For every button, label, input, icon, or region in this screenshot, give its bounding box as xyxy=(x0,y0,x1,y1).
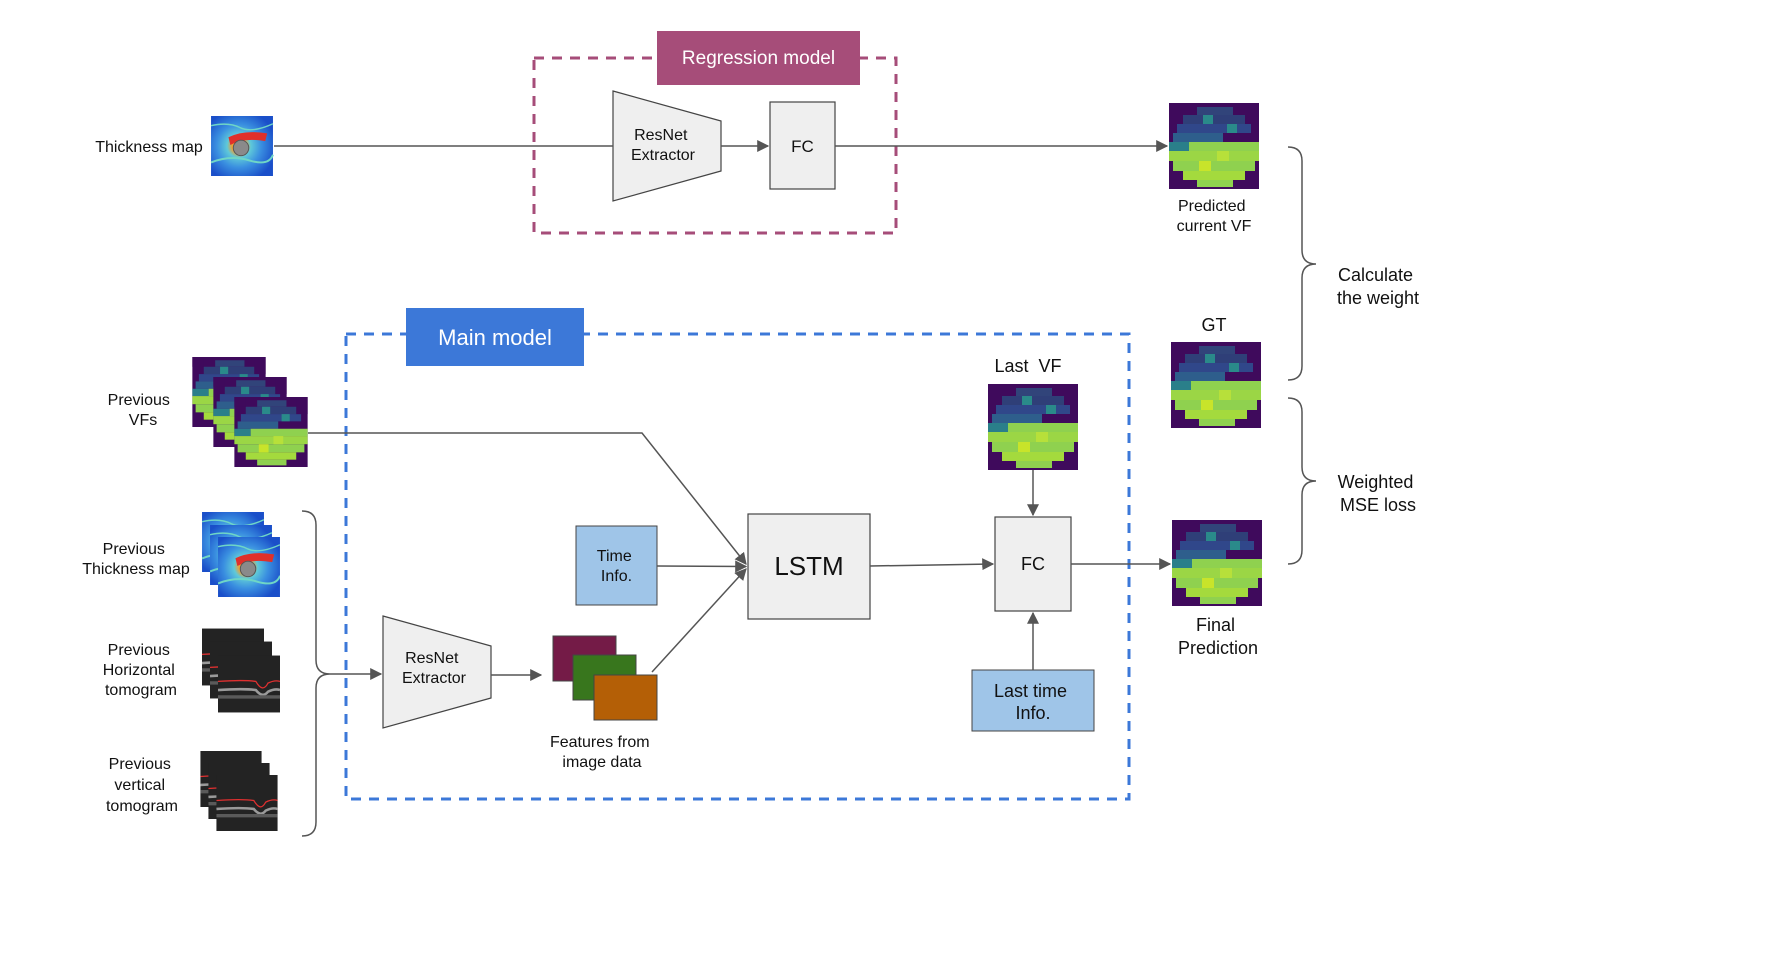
weighted-mse-label-1: Weighted xyxy=(1338,472,1414,492)
svg-text:Features from image data: Features from image data xyxy=(550,734,654,771)
gt-vf-image xyxy=(1171,342,1261,428)
feature-map-3 xyxy=(593,674,658,721)
last-time-info-label-2: Info. xyxy=(1015,703,1050,723)
thickness-map-image xyxy=(210,116,274,176)
last-time-info-block xyxy=(971,669,1095,732)
predicted-vf-label-1: Predicted xyxy=(1178,198,1246,215)
svg-text:Weighted MSE loss: Weighted MSE loss xyxy=(1338,472,1419,515)
svg-text:Time Info.: Time Info. xyxy=(597,548,636,585)
lstm-block xyxy=(747,513,871,620)
arrow-prev-vfs-to-lstm xyxy=(308,432,747,565)
last-time-info-label-1: Last time xyxy=(994,681,1067,701)
time-info-label-1: Time xyxy=(597,548,632,565)
main-model-title: Main model xyxy=(438,325,552,350)
predicted-vf-image xyxy=(1169,103,1259,189)
svg-text:Previous vertical tomo: Previous vertical tomogram xyxy=(106,756,178,815)
regression-model-title: Regression model xyxy=(682,48,835,69)
svg-text:Predicted current VF: Predicted current VF xyxy=(1177,198,1252,235)
previous-vfs-label-1: Previous xyxy=(108,392,170,409)
svg-text:Previous Horizontal to: Previous Horizontal tomogram xyxy=(103,642,179,699)
features-label-1: Features from xyxy=(550,734,650,751)
final-prediction-label-1: Final xyxy=(1196,615,1235,635)
arrow-features-to-lstm xyxy=(651,568,747,673)
regression-model-title-box xyxy=(657,31,860,85)
prev-horizontal-label-3: tomogram xyxy=(105,682,177,699)
prev-thickness-label-2: Thickness map xyxy=(82,561,190,578)
predicted-vf-label-2: current VF xyxy=(1177,218,1252,235)
prev-vertical-tomogram-3 xyxy=(215,775,279,831)
main-model-title-box xyxy=(406,308,584,366)
prev-thickness-label-1: Previous xyxy=(103,541,165,558)
previous-vf-image-3 xyxy=(234,397,308,467)
arrow-time-info-to-lstm xyxy=(656,560,748,573)
svg-text:ResNet Extractor: ResNet Extractor xyxy=(631,127,696,164)
main-fc-block xyxy=(994,516,1072,612)
svg-text:Previous VFs: Previous VFs xyxy=(108,392,175,429)
features-label-2: image data xyxy=(562,754,641,771)
final-prediction-label-2: Prediction xyxy=(1178,638,1258,658)
thickness-map-label: Thickness map xyxy=(95,139,203,156)
regression-model-group: Regression model ResNet Extractor FC xyxy=(532,31,898,235)
previous-thickness-image-3 xyxy=(218,537,280,597)
prev-vertical-label-3: tomogram xyxy=(106,798,178,815)
calculate-weight-label-2: the weight xyxy=(1337,288,1419,308)
regression-fc-label: FC xyxy=(791,137,814,156)
prev-horizontal-label-1: Previous xyxy=(108,642,170,659)
weighted-mse-label-2: MSE loss xyxy=(1340,495,1416,515)
main-extractor-label-1: ResNet xyxy=(405,650,459,667)
previous-vfs-label-2: VFs xyxy=(129,412,157,429)
last-vf-label: Last VF xyxy=(994,356,1061,376)
gt-label: GT xyxy=(1202,315,1227,335)
svg-text:Calculate the weight: Calculate the weight xyxy=(1337,265,1419,308)
prev-horizontal-label-2: Horizontal xyxy=(103,662,175,679)
svg-text:Previous Thickness map: Previous Thickness map xyxy=(82,541,190,578)
calculate-weight-label-1: Calculate xyxy=(1338,265,1413,285)
main-model-boundary xyxy=(344,332,1131,801)
time-info-label-2: Info. xyxy=(601,568,632,585)
last-vf-image xyxy=(988,384,1078,470)
input-bracket xyxy=(301,510,331,837)
svg-text:ResNet Extractor: ResNet Extractor xyxy=(402,650,467,687)
svg-text:Final Prediction: Final Prediction xyxy=(1178,615,1258,658)
main-resnet-extractor xyxy=(382,615,492,729)
prev-vertical-label-2: vertical xyxy=(114,777,165,794)
main-fc-label: FC xyxy=(1021,554,1045,574)
time-info-block xyxy=(575,525,658,606)
main-extractor-label-2: Extractor xyxy=(402,670,467,687)
prev-vertical-label-1: Previous xyxy=(109,756,171,773)
final-prediction-image xyxy=(1172,520,1262,606)
svg-text:Last time Info.: Last time Info. xyxy=(994,681,1072,723)
regression-resnet-extractor xyxy=(612,90,722,202)
regression-extractor-label-2: Extractor xyxy=(631,147,696,164)
weighted-mse-brace xyxy=(1287,397,1317,565)
calculate-weight-brace xyxy=(1287,146,1317,381)
prev-horizontal-tomogram-3 xyxy=(218,655,280,713)
main-model-group: Main model ResNet Extractor Features fro… xyxy=(344,308,1131,801)
arrow-lstm-to-fc xyxy=(869,558,995,571)
lstm-label: LSTM xyxy=(774,551,843,581)
regression-extractor-label-1: ResNet xyxy=(634,127,688,144)
